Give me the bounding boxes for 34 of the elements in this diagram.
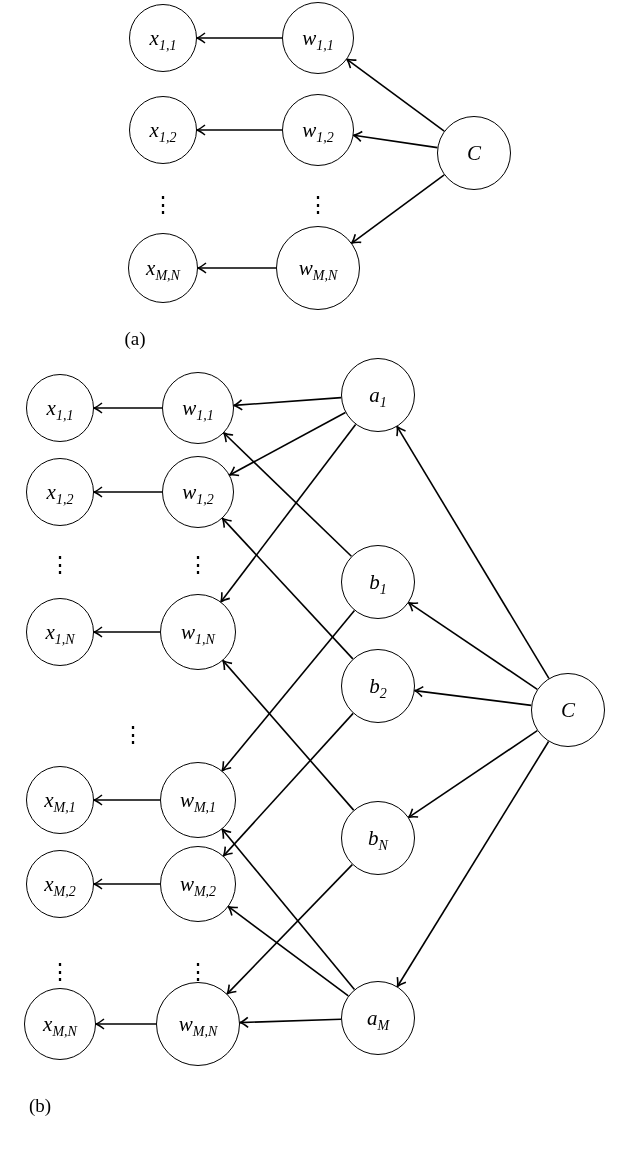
variable-node: x$_{M,2}$ bbox=[26, 850, 94, 918]
variable-node: x$_{1,1}$ bbox=[129, 4, 197, 72]
variable-node: w$_{1,2}$ bbox=[162, 456, 234, 528]
variable-node: x$_{1,2}$ bbox=[129, 96, 197, 164]
variable-node: a$_{1}$ bbox=[341, 358, 415, 432]
variable-node: x$_{1,1}$ bbox=[26, 374, 94, 442]
variable-node: x$_{M,N}$ bbox=[128, 233, 198, 303]
variable-node: x$_{M,1}$ bbox=[26, 766, 94, 834]
variable-node: C bbox=[531, 673, 605, 747]
ellipsis: ⋮ bbox=[122, 724, 144, 746]
panel-label: (a) bbox=[124, 328, 146, 348]
variable-node: w$_{1,1}$ bbox=[282, 2, 354, 74]
variable-node: x$_{1,2}$ bbox=[26, 458, 94, 526]
ellipsis: ⋮ bbox=[49, 961, 71, 983]
variable-node: w$_{M,N}$ bbox=[276, 226, 360, 310]
panel-label: (b) bbox=[28, 1095, 52, 1115]
variable-node: w$_{M,N}$ bbox=[156, 982, 240, 1066]
variable-node: a$_{M}$ bbox=[341, 981, 415, 1055]
variable-node: x$_{M,N}$ bbox=[24, 988, 96, 1060]
variable-node: C bbox=[437, 116, 511, 190]
ellipsis: ⋮ bbox=[152, 194, 174, 216]
variable-node: b$_{2}$ bbox=[341, 649, 415, 723]
ellipsis: ⋮ bbox=[49, 554, 71, 576]
variable-node: w$_{M,1}$ bbox=[160, 762, 236, 838]
variable-node: b$_{1}$ bbox=[341, 545, 415, 619]
variable-node: w$_{1,N}$ bbox=[160, 594, 236, 670]
variable-node: w$_{M,2}$ bbox=[160, 846, 236, 922]
variable-node: w$_{1,2}$ bbox=[282, 94, 354, 166]
variable-node: x$_{1,N}$ bbox=[26, 598, 94, 666]
variable-node: w$_{1,1}$ bbox=[162, 372, 234, 444]
ellipsis: ⋮ bbox=[187, 554, 209, 576]
variable-node: b$_{N}$ bbox=[341, 801, 415, 875]
ellipsis: ⋮ bbox=[187, 961, 209, 983]
ellipsis: ⋮ bbox=[307, 194, 329, 216]
